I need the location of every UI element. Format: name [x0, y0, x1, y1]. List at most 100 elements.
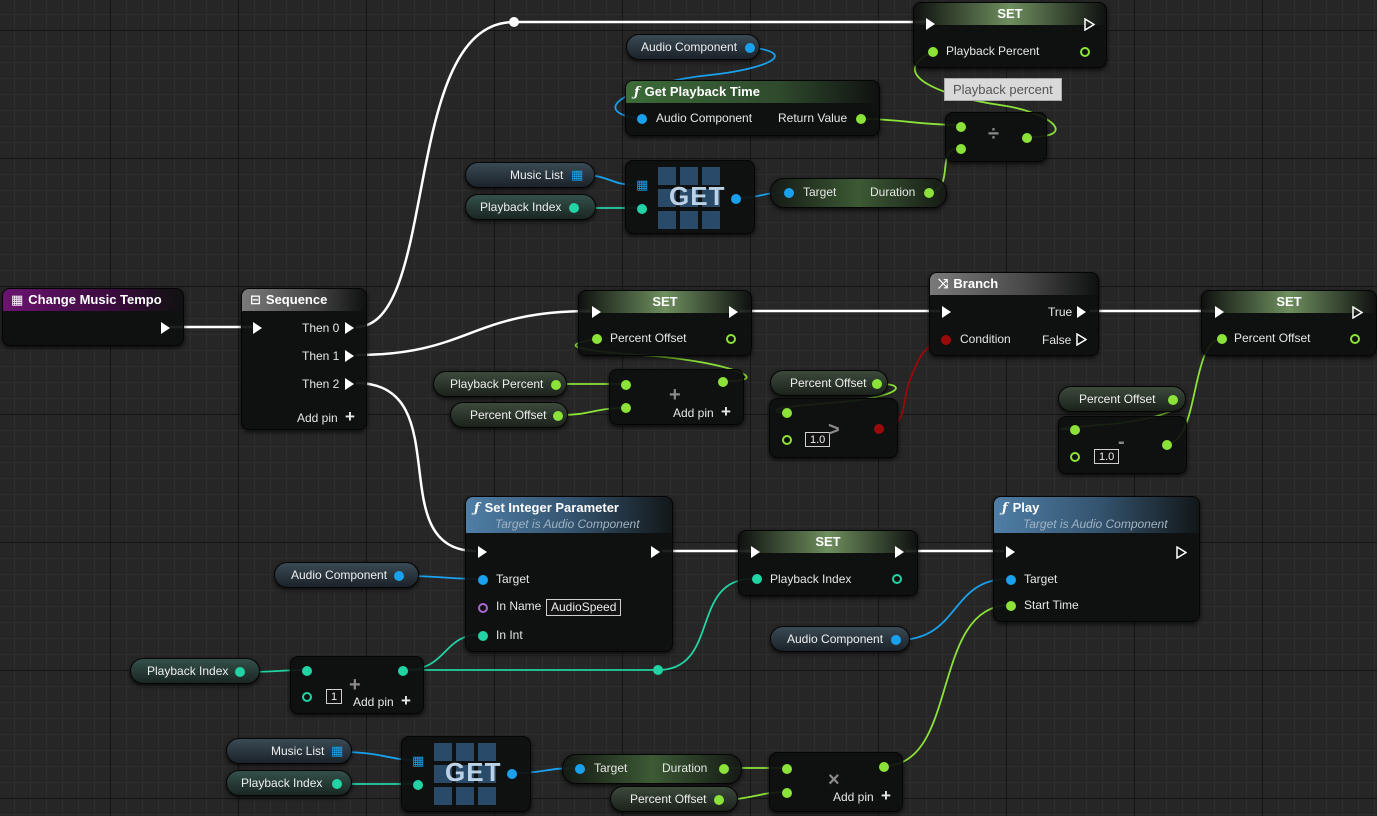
input-pin[interactable]	[782, 435, 792, 445]
input-pin[interactable]	[782, 764, 792, 774]
input-pin[interactable]	[621, 403, 631, 413]
audio-component-variable[interactable]: Audio Component	[626, 34, 760, 60]
input-pin[interactable]	[478, 631, 488, 641]
exec-out-pin[interactable]	[1352, 306, 1363, 319]
output-pin[interactable]	[398, 666, 408, 676]
array-icon[interactable]: ▦	[571, 167, 584, 182]
add-float-node[interactable]: + Add pin +	[609, 369, 744, 425]
set-percent-offset-node[interactable]: SET Percent Offset	[1201, 290, 1377, 356]
exec-out-pin[interactable]	[1084, 18, 1095, 31]
input-pin[interactable]	[782, 788, 792, 798]
input-pin[interactable]	[941, 335, 951, 345]
number-field[interactable]: 1.0	[805, 432, 831, 447]
output-pin[interactable]	[235, 667, 245, 677]
input-pin[interactable]	[413, 780, 423, 790]
number-field[interactable]: 1.0	[1094, 449, 1120, 464]
input-pin[interactable]	[637, 204, 647, 214]
input-pin[interactable]	[1006, 575, 1016, 585]
exec-in-pin[interactable]	[1215, 306, 1224, 318]
audio-component-variable[interactable]: Audio Component	[770, 626, 910, 652]
event-node-change-music-tempo[interactable]: ▦Change Music Tempo	[2, 288, 184, 346]
break-struct-node[interactable]: Target Duration	[562, 754, 742, 784]
exec-out-pin[interactable]	[651, 546, 660, 558]
input-pin[interactable]	[478, 603, 488, 613]
output-pin[interactable]	[745, 43, 755, 53]
input-pin[interactable]	[784, 188, 794, 198]
exec-in-pin[interactable]	[592, 306, 601, 318]
array-icon[interactable]: ▦	[412, 753, 425, 768]
divide-node[interactable]: ÷	[945, 112, 1047, 162]
input-pin[interactable]	[575, 764, 585, 774]
set-percent-offset-node[interactable]: SET Percent Offset	[578, 290, 752, 356]
input-pin[interactable]	[928, 47, 938, 57]
output-pin[interactable]	[1168, 395, 1178, 405]
array-icon[interactable]: ▦	[331, 743, 344, 758]
audio-component-variable[interactable]: Audio Component	[274, 562, 419, 588]
percent-offset-variable[interactable]: Percent Offset	[1058, 386, 1186, 412]
subtract-node[interactable]: 1.0 -	[1058, 416, 1187, 474]
multiply-node[interactable]: × Add pin +	[769, 752, 903, 812]
branch-node[interactable]: ⤨Branch True Condition False	[929, 272, 1099, 356]
output-pin[interactable]	[551, 380, 561, 390]
plus-icon[interactable]: +	[401, 691, 411, 710]
add-int-node[interactable]: 1 + Add pin +	[290, 656, 424, 714]
exec-out-pin[interactable]	[345, 350, 354, 362]
exec-out-pin[interactable]	[1077, 306, 1086, 318]
input-pin[interactable]	[1070, 452, 1080, 462]
break-struct-node[interactable]: Target Duration	[770, 178, 947, 208]
exec-out-pin[interactable]	[345, 322, 354, 334]
playback-index-variable[interactable]: Playback Index	[226, 770, 352, 796]
input-pin[interactable]	[956, 122, 966, 132]
output-pin[interactable]	[1080, 47, 1090, 57]
add-pin-button[interactable]: Add pin	[673, 406, 714, 420]
percent-offset-variable[interactable]: Percent Offset	[770, 370, 888, 396]
input-pin[interactable]	[1006, 601, 1016, 611]
output-pin[interactable]	[879, 762, 889, 772]
playback-index-variable[interactable]: Playback Index	[465, 194, 596, 220]
name-field[interactable]: AudioSpeed	[546, 599, 622, 616]
exec-in-pin[interactable]	[942, 306, 951, 318]
set-playback-index-node[interactable]: SET Playback Index	[738, 530, 918, 596]
input-pin[interactable]	[637, 114, 647, 124]
exec-in-pin[interactable]	[1006, 546, 1015, 558]
output-pin[interactable]	[872, 379, 882, 389]
input-pin[interactable]	[1217, 334, 1227, 344]
input-pin[interactable]	[621, 380, 631, 390]
output-pin[interactable]	[1350, 334, 1360, 344]
output-pin[interactable]	[731, 194, 741, 204]
output-pin[interactable]	[891, 635, 901, 645]
output-pin[interactable]	[507, 769, 517, 779]
plus-icon[interactable]: +	[345, 407, 355, 426]
input-pin[interactable]	[478, 575, 488, 585]
array-get-node[interactable]: GET ▦	[625, 160, 755, 234]
output-pin[interactable]	[924, 188, 934, 198]
add-pin-button[interactable]: Add pin	[297, 411, 338, 425]
output-pin[interactable]	[332, 779, 342, 789]
output-pin[interactable]	[719, 764, 729, 774]
plus-icon[interactable]: +	[881, 786, 891, 805]
input-pin[interactable]	[782, 408, 792, 418]
playback-index-variable[interactable]: Playback Index	[130, 658, 260, 684]
output-pin[interactable]	[892, 574, 902, 584]
percent-offset-variable[interactable]: Percent Offset	[610, 786, 738, 812]
exec-in-pin[interactable]	[926, 18, 935, 30]
input-pin[interactable]	[302, 666, 312, 676]
add-pin-button[interactable]: Add pin	[353, 695, 394, 709]
exec-out-pin[interactable]	[895, 546, 904, 558]
exec-out-pin[interactable]	[729, 306, 738, 318]
output-pin[interactable]	[726, 334, 736, 344]
exec-out-pin[interactable]	[1076, 333, 1087, 346]
array-get-node[interactable]: GET ▦	[401, 736, 531, 812]
exec-in-pin[interactable]	[253, 322, 262, 334]
output-pin[interactable]	[718, 377, 728, 387]
output-pin[interactable]	[1162, 440, 1172, 450]
input-pin[interactable]	[1070, 425, 1080, 435]
output-pin[interactable]	[394, 571, 404, 581]
input-pin[interactable]	[956, 144, 966, 154]
exec-out-pin[interactable]	[345, 378, 354, 390]
add-pin-button[interactable]: Add pin	[833, 790, 874, 804]
output-pin[interactable]	[714, 795, 724, 805]
